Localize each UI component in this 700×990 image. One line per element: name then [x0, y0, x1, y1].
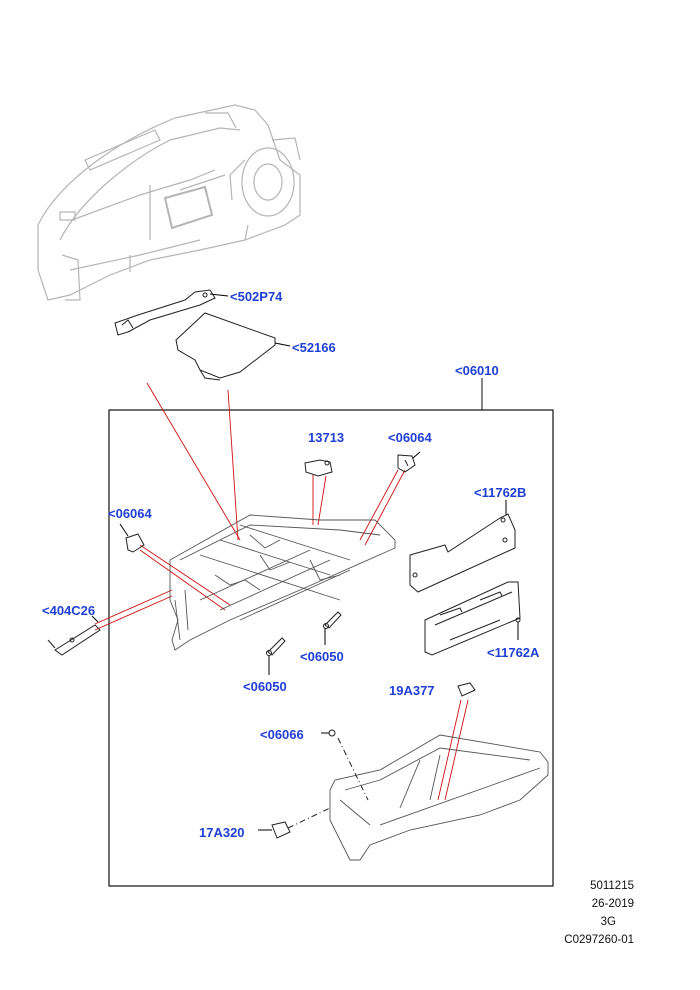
callout-06064-top[interactable]: <06064 [388, 430, 432, 445]
damper-17A320 [258, 821, 291, 839]
screw-06066 [321, 729, 336, 737]
glovebox-carrier [169, 514, 396, 651]
dashboard-overview-illustration [37, 104, 301, 301]
clip-06064-top [397, 451, 421, 473]
glovebox-lid [329, 734, 549, 861]
callout-06050-left[interactable]: <06050 [243, 679, 287, 694]
clip-06064-left [119, 523, 145, 553]
callout-06064-left[interactable]: <06064 [108, 506, 152, 521]
pin-06050-right [323, 611, 342, 645]
callout-06050-right[interactable]: <06050 [300, 649, 344, 664]
callout-502P74[interactable]: <502P74 [230, 289, 283, 304]
footer-reference-number: 5011215 [590, 880, 634, 892]
panel-11762A [424, 581, 521, 656]
clip-13713 [304, 459, 333, 477]
callout-404C26[interactable]: <404C26 [42, 603, 96, 618]
callout-11762B[interactable]: <11762B [474, 485, 527, 500]
callout-13713[interactable]: 13713 [308, 430, 345, 445]
callout-17A320[interactable]: 17A320 [199, 825, 245, 840]
panel-11762B [409, 500, 516, 593]
callout-06010[interactable]: <06010 [455, 363, 499, 378]
footer-variant-code: 3G [600, 916, 616, 928]
dash-dot-guide-lines [287, 737, 369, 829]
footer-illustration-id: C0297260-01 [564, 934, 634, 946]
pin-06050-left [266, 637, 286, 675]
footer-date-code: 26-2019 [591, 898, 634, 910]
assembly-frame [108, 409, 554, 887]
callout-06066[interactable]: <06066 [260, 727, 304, 742]
callout-52166[interactable]: <52166 [292, 340, 336, 355]
latch-19A377 [457, 682, 476, 697]
callout-19A377[interactable]: 19A377 [389, 683, 435, 698]
cover-plate-52166 [175, 312, 291, 381]
callout-11762A[interactable]: <11762A [487, 645, 540, 660]
bracket-502P74 [114, 289, 229, 336]
harness-404C26 [47, 615, 101, 656]
